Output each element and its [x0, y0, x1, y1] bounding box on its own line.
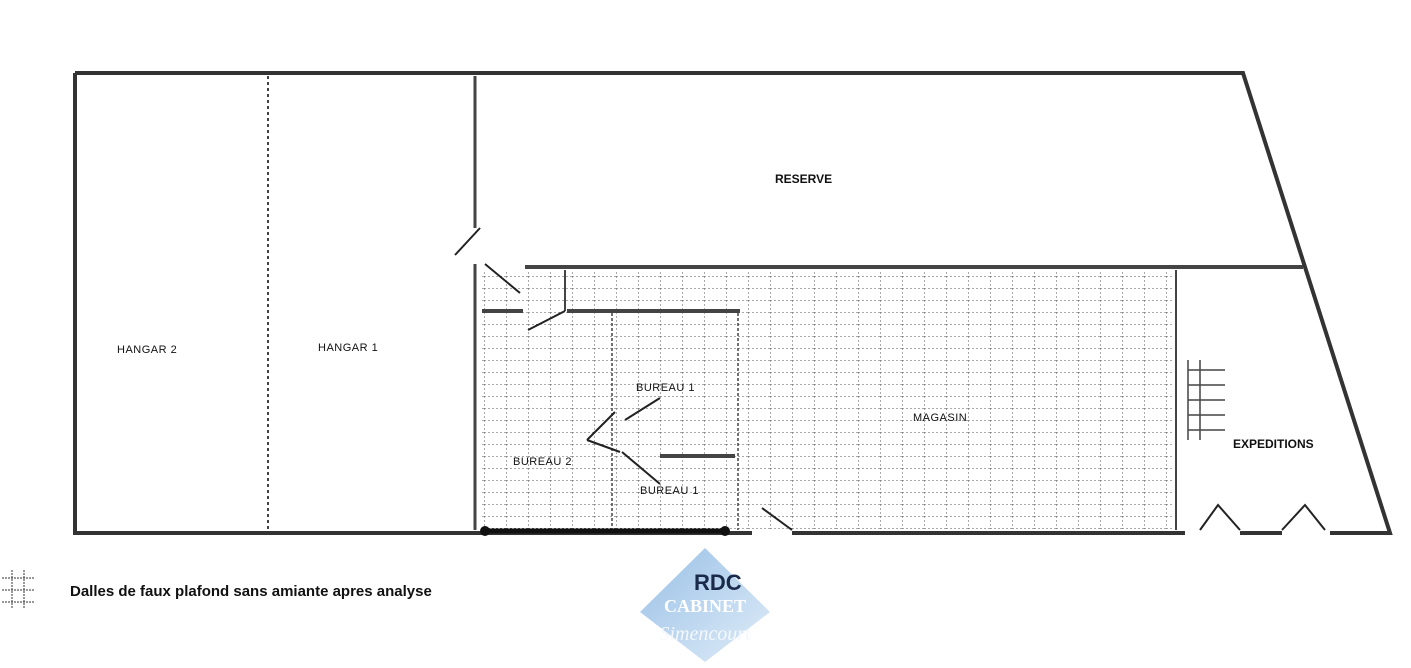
- room-label-bureau2: BUREAU 2: [513, 456, 573, 468]
- room-label-hangar2: HANGAR 2: [117, 344, 178, 356]
- room-label-expeditions: EXPEDITIONS: [1233, 437, 1314, 451]
- svg-text:CABINET: CABINET: [664, 596, 746, 616]
- stairs-icon: [1187, 360, 1225, 440]
- highlighted-wall: [480, 526, 730, 536]
- interior-walls: [267, 76, 1303, 530]
- room-label-bureau1-top: BUREAU 1: [636, 382, 696, 394]
- cabinet-logo: CABINET Simencourt: [640, 548, 770, 662]
- ceiling-grid-magasin: [482, 272, 1174, 529]
- ceiling-tile-grid-icon: [2, 570, 34, 608]
- room-label-magasin: MAGASIN: [913, 412, 968, 424]
- doors: [454, 227, 1326, 531]
- legend-text: Dalles de faux plafond sans amiante apre…: [70, 583, 432, 600]
- room-label-reserve: RESERVE: [775, 172, 833, 186]
- room-label-hangar1: HANGAR 1: [318, 342, 379, 354]
- svg-text:Simencourt: Simencourt: [659, 623, 751, 645]
- floor-label: RDC: [694, 570, 742, 595]
- room-label-bureau1-bottom: BUREAU 1: [640, 485, 700, 497]
